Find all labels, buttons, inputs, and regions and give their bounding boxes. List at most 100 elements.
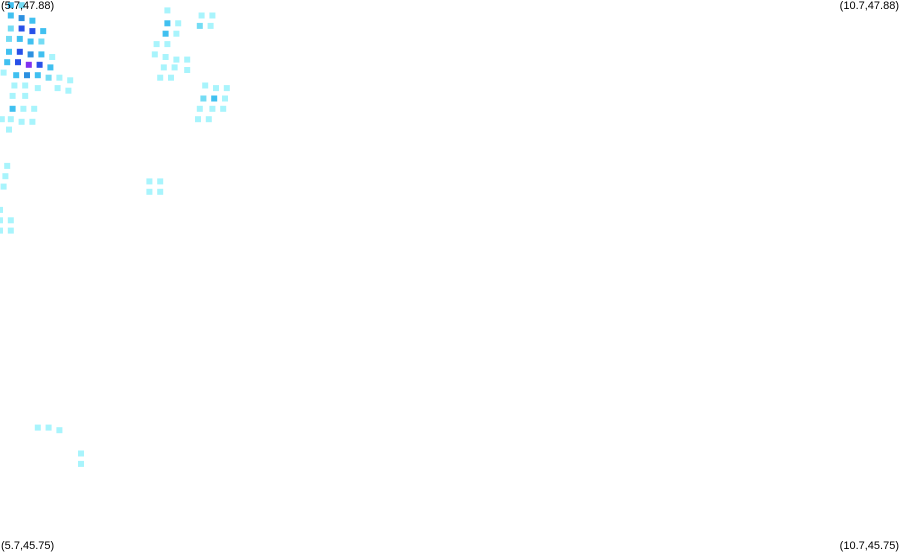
heatmap-cell — [164, 7, 171, 14]
heatmap-cell — [22, 82, 29, 89]
heatmap-cell — [6, 48, 12, 55]
heatmap-cell — [200, 95, 207, 102]
heatmap-cell — [31, 105, 38, 112]
heatmap-cell — [222, 95, 228, 102]
heatmap-cell — [56, 74, 63, 81]
heatmap-cell — [0, 227, 3, 234]
heatmap-cell — [6, 35, 12, 42]
heatmap-cell — [198, 12, 205, 19]
heatmap-cell — [162, 30, 169, 37]
heatmap-cell — [173, 30, 180, 37]
heatmap-cell — [18, 15, 25, 22]
heatmap-cell — [45, 424, 52, 431]
heatmap-cell — [6, 126, 12, 133]
heatmap-cell — [175, 20, 182, 27]
heatmap-cell — [157, 188, 164, 195]
heatmap-cell — [29, 118, 36, 125]
corner-coordinate-bottom-left: (5.7,45.75) — [1, 540, 55, 552]
heatmap-cell — [34, 72, 41, 79]
heatmap-cell — [0, 217, 3, 224]
heatmap-cell — [153, 41, 160, 48]
heatmap-cell — [22, 92, 29, 99]
heatmap-cell — [65, 87, 72, 94]
heatmap-cell — [11, 82, 18, 89]
heatmap-cell — [220, 105, 227, 112]
heatmap-cell — [171, 64, 178, 71]
heatmap-cell — [207, 22, 214, 29]
heatmap-cell — [209, 12, 216, 19]
heatmap-cell — [7, 217, 14, 224]
heatmap-cell — [202, 82, 209, 89]
heatmap-cell — [49, 54, 56, 60]
heatmap-cell — [56, 427, 63, 434]
heatmap-cell — [151, 51, 158, 58]
heatmap-cell — [164, 20, 171, 27]
heatmap-cell — [209, 105, 216, 112]
heatmap-cell — [34, 424, 41, 431]
heatmap-cell — [7, 25, 14, 32]
heatmap-cells — [0, 2, 230, 467]
heatmap-cell — [205, 116, 212, 123]
heatmap-cell — [213, 85, 219, 92]
heatmap-cell — [0, 183, 7, 190]
heatmap-cell — [195, 116, 201, 123]
heatmap-cell — [36, 61, 43, 68]
heatmap-cell — [29, 17, 36, 24]
heatmap-cell — [27, 51, 34, 58]
heatmap-cell — [9, 105, 16, 112]
heatmap-cell — [162, 54, 169, 60]
corner-coordinate-bottom-right: (10.7,45.75) — [839, 540, 899, 552]
corner-coordinate-top-left: (5.7,47.88) — [1, 0, 55, 12]
heatmap-cell — [24, 72, 30, 79]
heatmap-cell — [78, 450, 84, 457]
heatmap-cell — [18, 2, 25, 9]
heatmap-cell — [16, 35, 23, 42]
heatmap-cell — [13, 72, 20, 79]
heatmap-cell — [168, 74, 174, 81]
heatmap-cell — [25, 61, 32, 68]
heatmap-cell — [211, 95, 218, 102]
heatmap-cell — [29, 28, 36, 35]
heatmap-cell — [7, 12, 14, 19]
heatmap-cell — [67, 77, 74, 84]
heatmap-cell — [45, 74, 52, 81]
heatmap-cell — [20, 105, 27, 112]
heatmap-cell — [184, 67, 191, 73]
heatmap-cell — [184, 56, 191, 63]
heatmap-cell — [2, 173, 9, 180]
heatmap-cell — [15, 59, 21, 66]
heatmap-cell — [38, 38, 45, 45]
heatmap-cell — [146, 178, 153, 185]
heatmap-cell — [0, 116, 5, 123]
heatmap-cell — [196, 22, 203, 29]
heatmap-cell — [9, 92, 16, 99]
heatmap-cell — [18, 118, 25, 125]
heatmap-cell — [47, 64, 54, 71]
heatmap-cell — [7, 227, 14, 234]
heatmap-cell — [196, 105, 203, 112]
heatmap-cell — [78, 460, 84, 467]
heatmap-cell — [16, 48, 23, 55]
heatmap-cell — [157, 178, 164, 185]
heatmap-cell — [173, 56, 180, 63]
heatmap-cell — [18, 25, 25, 32]
corner-coordinate-top-right: (10.7,47.88) — [839, 0, 899, 12]
heatmap-cell — [160, 64, 167, 71]
heatmap-cell — [4, 59, 11, 66]
heatmap-cell — [0, 69, 7, 76]
heatmap-cell — [27, 38, 34, 45]
heatmap-cell — [54, 85, 61, 92]
heatmap-cell — [146, 188, 153, 195]
heatmap-cell — [38, 51, 45, 58]
heatmap-cell — [157, 74, 164, 81]
heatmap-cell — [34, 85, 41, 92]
heatmap-cell — [40, 28, 47, 35]
heatmap-cell — [7, 2, 14, 9]
heatmap-cell — [223, 85, 230, 92]
heatmap-cell — [4, 162, 11, 169]
heatmap-cell — [7, 116, 14, 123]
heatmap-cell — [164, 41, 171, 48]
heatmap-cell — [0, 206, 3, 213]
